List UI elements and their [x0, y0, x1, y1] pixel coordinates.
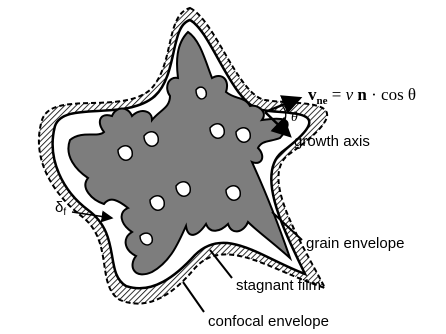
- dendrite-pocket: [144, 132, 158, 147]
- growth-axis-label: growth axis: [294, 133, 370, 150]
- dendrite-pocket: [196, 87, 206, 99]
- confocal-envelope-label: confocal envelope: [208, 313, 329, 330]
- dendrite-pocket: [210, 124, 224, 139]
- dendrite-pocket: [118, 146, 132, 161]
- velocity-equation: vne = v n · cos θ: [308, 85, 416, 107]
- dendrite-pocket: [140, 233, 152, 245]
- dendrite-pocket: [176, 182, 190, 197]
- dendrite-pocket: [226, 186, 240, 201]
- confocal-envelope-leader: [183, 282, 204, 312]
- grain-envelope-label: grain envelope: [306, 235, 404, 252]
- dendrite-pocket: [236, 128, 250, 143]
- stagnant-film-label: stagnant film: [236, 277, 321, 294]
- theta-label: θ: [291, 110, 298, 125]
- dendrite-pocket: [150, 196, 164, 211]
